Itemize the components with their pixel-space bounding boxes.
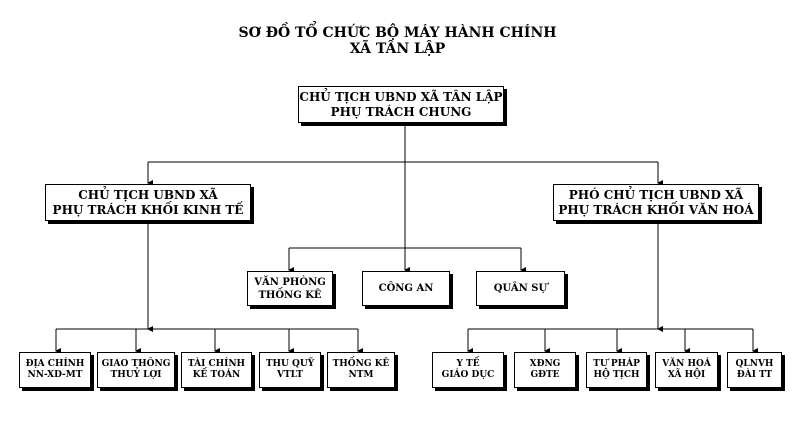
node-justice: TƯ PHÁP HỘ TỊCH [586, 352, 647, 388]
node-text: QLNVH [735, 359, 774, 369]
node-xdng: XĐNG GĐTE [514, 352, 576, 388]
node-text: XÃ HỘI [667, 370, 706, 380]
node-text: VĂN PHÒNG [254, 276, 326, 288]
chart-title-line2: XÃ TÂN LẬP [349, 41, 446, 57]
node-text: KẾ TOÁN [192, 370, 241, 380]
node-office: VĂN PHÒNG THỐNG KÊ [247, 271, 333, 306]
node-text: Y TẾ [456, 359, 480, 369]
node-text: HỘ TỊCH [593, 370, 640, 380]
node-chairman: CHỦ TỊCH UBND XÃ TÂN LẬP PHỤ TRÁCH CHUNG [298, 86, 504, 123]
node-text: THỐNG KÊ [258, 289, 322, 301]
node-text: PHỤ TRÁCH KHỐI VĂN HOÁ [558, 202, 754, 217]
node-text: XĐNG [529, 359, 561, 369]
node-culture-society: VĂN HOÁ XÃ HỘI [655, 352, 718, 388]
node-police: CÔNG AN [362, 271, 450, 306]
node-text: VTLT [277, 370, 303, 380]
node-military: QUÂN SỰ [476, 271, 565, 306]
node-text: THỐNG KÊ [332, 359, 390, 369]
node-health: Y TẾ GIÁO DỤC [432, 352, 504, 388]
node-qlnvh: QLNVH ĐÀI TT [727, 352, 782, 388]
node-text: NN-XD-MT [27, 370, 83, 380]
node-text: ĐÀI TT [736, 370, 773, 380]
node-text: CHỦ TỊCH UBND XÃ TÂN LẬP [299, 89, 503, 104]
node-text: GĐTE [530, 370, 560, 380]
node-text: ĐỊA CHÍNH [25, 359, 85, 369]
node-text: GIAO THÔNG [101, 359, 171, 369]
node-text: CHỦ TỊCH UBND XÃ [78, 187, 218, 202]
node-text: CÔNG AN [378, 283, 434, 294]
chart-title-line1: SƠ ĐỒ TỔ CHỨC BỘ MÁY HÀNH CHÍNH [238, 25, 557, 41]
node-economic-lead: CHỦ TỊCH UBND XÃ PHỤ TRÁCH KHỐI KINH TẾ [45, 184, 251, 221]
node-text: PHỤ TRÁCH CHUNG [330, 104, 472, 119]
node-text: TÀI CHÍNH [187, 359, 246, 369]
node-text: THUỶ LỢI [110, 370, 162, 380]
node-finance: TÀI CHÍNH KẾ TOÁN [181, 352, 252, 388]
node-text: VĂN HOÁ [662, 359, 711, 369]
node-fund: THU QUỸ VTLT [259, 352, 321, 388]
node-irrigation: GIAO THÔNG THUỶ LỢI [97, 352, 175, 388]
node-text: QUÂN SỰ [493, 283, 548, 294]
node-text: PHỤ TRÁCH KHỐI KINH TẾ [52, 202, 244, 217]
node-text: PHÓ CHỦ TỊCH UBND XÃ [568, 187, 744, 202]
node-text: GIÁO DỤC [441, 370, 495, 380]
node-text: THU QUỸ [265, 359, 315, 369]
node-culture-lead: PHÓ CHỦ TỊCH UBND XÃ PHỤ TRÁCH KHỐI VĂN … [553, 184, 759, 221]
node-statistics-ntm: THỐNG KÊ NTM [327, 352, 395, 388]
node-land: ĐỊA CHÍNH NN-XD-MT [19, 352, 91, 388]
node-text: TƯ PHÁP [593, 359, 640, 369]
node-text: NTM [348, 370, 374, 380]
